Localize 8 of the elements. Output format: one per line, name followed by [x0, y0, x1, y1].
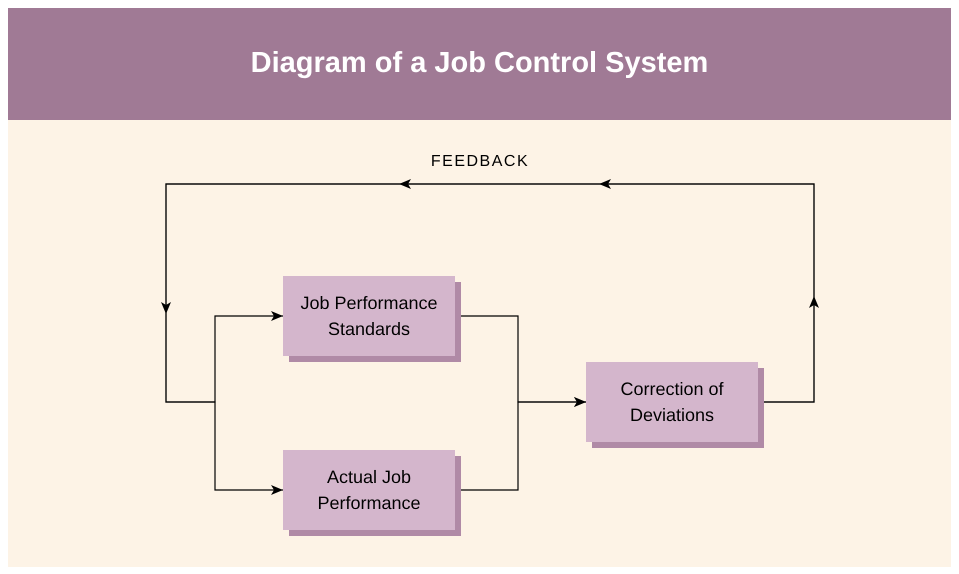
edge-label: FEEDBACK — [430, 152, 530, 172]
process-box — [586, 362, 758, 442]
box-label: Job Performance Standards — [299, 292, 439, 341]
process-box — [283, 276, 455, 356]
process-box — [283, 450, 455, 530]
box-label: Correction of Deviations — [619, 378, 725, 427]
box-label: Actual Job Performance — [316, 466, 422, 515]
diagram-title: Diagram of a Job Control System — [250, 46, 708, 82]
